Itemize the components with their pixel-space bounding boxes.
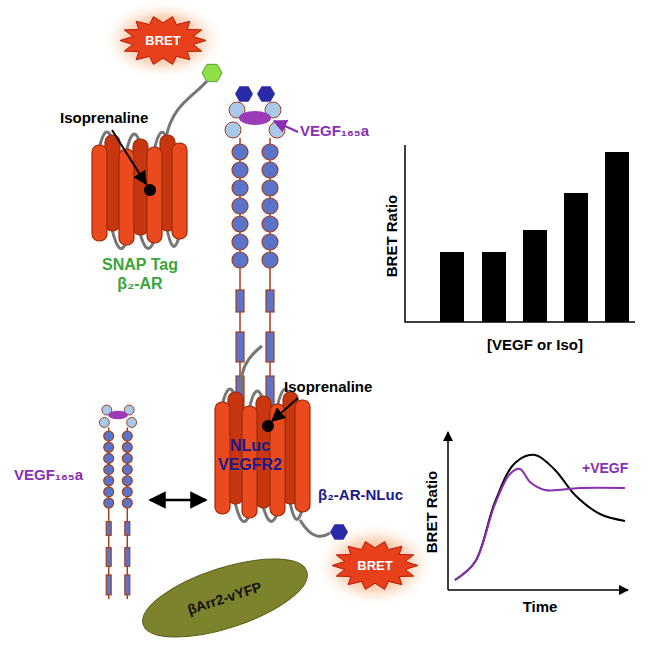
receptor-name: NLuc VEGFR2 <box>212 436 288 474</box>
ig-domain <box>232 198 248 214</box>
axis-title: [VEGF or Iso] <box>487 336 583 354</box>
ig-domain <box>122 465 132 475</box>
bar <box>523 230 547 322</box>
isoprenaline-dot <box>144 184 156 196</box>
nluc-hexagon <box>235 86 253 102</box>
node-label: BRET <box>357 558 392 573</box>
bret-starburst: BRET <box>331 540 419 591</box>
nluc-hexagon <box>330 524 348 540</box>
nluc-hexagon <box>257 86 275 102</box>
ig-domain <box>122 442 132 452</box>
ligand-label: Isoprenaline <box>60 109 148 127</box>
vegfr2-receptor <box>99 405 136 599</box>
kinase-domain <box>125 548 130 567</box>
ig-domain <box>232 216 248 232</box>
c-terminus <box>300 520 330 536</box>
bar <box>440 252 464 322</box>
ig-domain <box>104 487 114 497</box>
ig-domain <box>104 453 114 463</box>
ig-domain <box>232 252 248 268</box>
kinase-domain <box>266 332 274 362</box>
receptor-loops <box>222 389 302 522</box>
ligand-label: Isoprenaline <box>284 378 372 396</box>
ig-domain <box>262 252 278 268</box>
interaction-arrow <box>150 499 206 502</box>
binding-domain <box>127 417 137 427</box>
ig-domain <box>262 180 278 196</box>
ig-domain <box>262 162 278 178</box>
snap-tag-hexagon <box>202 64 222 81</box>
helix-cylinder <box>92 145 107 241</box>
ig-domain <box>104 431 114 441</box>
kinase-domain <box>106 575 111 595</box>
ligand-pointer <box>112 130 146 184</box>
ig-domain <box>122 476 132 486</box>
vegf-ligand <box>108 411 128 420</box>
ig-domain <box>262 216 278 232</box>
kinase-domain <box>106 522 111 536</box>
kinase-domain <box>125 522 130 536</box>
beta2-receptor <box>215 389 310 522</box>
ig-domain <box>262 198 278 214</box>
receptor-loops <box>99 132 179 249</box>
ligand-label: VEGF₁₆₅a <box>14 466 83 484</box>
ig-domain <box>232 234 248 250</box>
isoprenaline-dot <box>262 420 274 432</box>
bret-starburst: BRET <box>119 15 207 66</box>
bar <box>482 252 506 322</box>
bar <box>605 152 629 322</box>
helix-cylinder <box>172 143 187 239</box>
axis-title: Time <box>523 598 558 616</box>
beta2-receptor <box>92 132 187 249</box>
axis-title: BRET Ratio <box>383 195 401 278</box>
axis-title: BRET Ratio <box>423 471 441 554</box>
y-axis <box>447 432 449 590</box>
ig-domain <box>122 453 132 463</box>
ig-domain <box>104 498 114 508</box>
ig-domain <box>122 431 132 441</box>
x-axis <box>448 589 628 591</box>
ig-domain <box>232 144 248 160</box>
ig-domain <box>262 234 278 250</box>
ligand-label: VEGF₁₆₅a <box>300 122 369 140</box>
helix-cylinder <box>119 149 134 245</box>
arrestin-ellipse: βArr2-vYFP <box>133 556 317 640</box>
ig-domain <box>122 498 132 508</box>
node-label: BRET <box>145 33 180 48</box>
binding-domain <box>225 122 241 138</box>
ig-domain <box>104 465 114 475</box>
ig-domain <box>104 442 114 452</box>
vegf-ligand <box>239 111 271 125</box>
kinase-domain <box>236 332 244 362</box>
ligand-pointer <box>274 121 298 132</box>
ig-domain <box>122 487 132 497</box>
vegf-curve <box>455 469 625 580</box>
kinase-domain <box>106 548 111 567</box>
ligand-pointer <box>272 398 298 421</box>
helix-cylinder <box>295 400 310 512</box>
kinase-domain <box>236 290 244 312</box>
starburst-shape <box>120 16 206 64</box>
n-terminus <box>241 346 262 392</box>
bret-glow <box>315 523 435 607</box>
bar <box>564 193 588 322</box>
snap-tether <box>166 81 207 138</box>
ellipse-shape <box>134 556 316 640</box>
ig-domain <box>262 144 278 160</box>
vegfr2-receptor <box>225 86 285 415</box>
starburst-shape <box>332 541 418 589</box>
kinase-domain <box>125 575 130 595</box>
ig-domain <box>232 180 248 196</box>
chart-axes <box>405 145 635 322</box>
binding-domain <box>99 417 109 427</box>
ig-domain <box>104 476 114 486</box>
receptor-name: SNAP Tag β₂-AR <box>92 255 188 293</box>
receptor-name: β₂-AR-NLuc <box>318 486 403 504</box>
kinase-domain <box>266 290 274 312</box>
curve-label: +VEGF <box>582 460 628 477</box>
ig-domain <box>232 162 248 178</box>
